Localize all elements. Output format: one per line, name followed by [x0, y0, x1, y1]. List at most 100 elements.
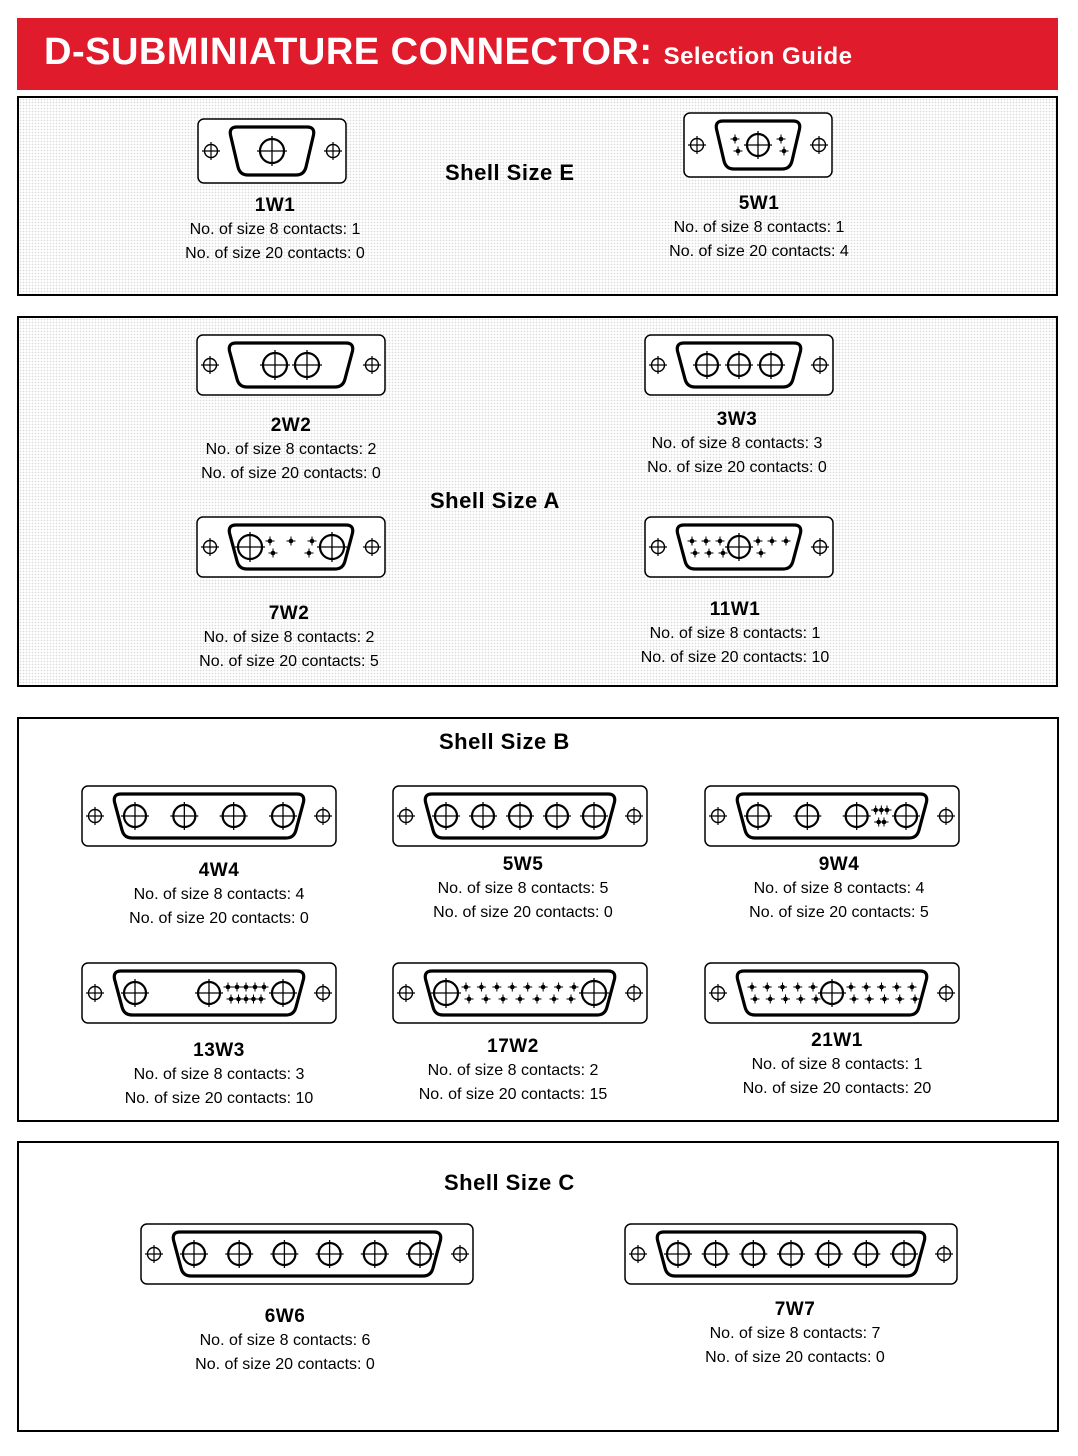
mounting-hole-icon: [451, 1245, 469, 1263]
size8-count: No. of size 8 contacts: 1: [751, 1056, 923, 1073]
size20-contact-icon: [241, 982, 251, 992]
size20-contact-icon: [849, 994, 859, 1004]
size20-count: No. of size 20 contacts: 10: [640, 649, 830, 666]
size20-contact-icon: [569, 982, 579, 992]
connector-info: 13W3 No. of size 8 contacts: 3 No. of si…: [19, 1039, 419, 1111]
mounting-hole-icon: [649, 538, 667, 556]
size8-contact-icon: [777, 1240, 805, 1268]
size8-contact-icon: [219, 802, 248, 830]
size20-contact-icon: [793, 982, 803, 992]
connector-drawing: [644, 334, 834, 396]
size20-count: No. of size 20 contacts: 0: [185, 245, 365, 262]
size20-contact-icon: [461, 982, 471, 992]
connector-code: 21W1: [811, 1030, 863, 1051]
size8-contact-icon: [890, 1240, 918, 1268]
size20-contact-icon: [715, 536, 725, 546]
size8-contact-icon: [121, 979, 149, 1007]
connector-code: 7W2: [268, 603, 310, 624]
size20-contact-icon: [515, 994, 525, 1004]
connector-code: 11W1: [709, 599, 761, 620]
connector-info: 1W1 No. of size 8 contacts: 1 No. of siz…: [75, 194, 475, 266]
mounting-hole-icon: [811, 356, 829, 374]
size8-contact-icon: [315, 1240, 344, 1268]
connector-shell-outline: [423, 969, 617, 1017]
size8-contact-icon: [469, 802, 497, 830]
size20-contact-icon: [476, 982, 486, 992]
size8-contact-icon: [270, 1240, 299, 1268]
mounting-hole-icon: [937, 984, 955, 1002]
size20-contact-icon: [733, 146, 743, 156]
size20-contact-icon: [223, 982, 233, 992]
size20-contact-icon: [507, 982, 517, 992]
mounting-hole-icon: [314, 984, 332, 1002]
size8-contact-icon: [225, 1240, 254, 1268]
connector-code: 7W7: [774, 1299, 816, 1320]
size8-contact-icon: [757, 351, 785, 379]
connector-shell-outline: [735, 792, 929, 840]
shell-panel-a: Shell Size A 2W2 No. of size 8 contacts:…: [17, 316, 1058, 687]
connector-drawing: [197, 118, 347, 184]
size8-contact-icon: [360, 1240, 389, 1268]
size20-contact-icon: [687, 536, 697, 546]
size8-contact-icon: [269, 979, 297, 1007]
size8-contact-icon: [121, 802, 149, 830]
size8-contact-icon: [693, 351, 721, 379]
size8-count: No. of size 8 contacts: 6: [199, 1332, 371, 1349]
shell-title-b: Shell Size B: [439, 729, 570, 754]
size8-contact-icon: [432, 802, 460, 830]
size20-contact-icon: [892, 982, 902, 992]
connector-drawing: [196, 516, 386, 578]
size20-contact-icon: [895, 994, 905, 1004]
size8-count: No. of size 8 contacts: 2: [203, 629, 375, 646]
size8-count: No. of size 8 contacts: 4: [133, 886, 305, 903]
size20-contact-icon: [910, 994, 920, 1004]
connector-code: 2W2: [270, 415, 312, 436]
size8-contact-icon: [725, 351, 753, 379]
size20-count: No. of size 20 contacts: 0: [195, 1356, 375, 1373]
size20-contact-icon: [756, 548, 766, 558]
connector-shell-outline: [227, 341, 355, 389]
size20-contact-icon: [882, 805, 892, 815]
size8-count: No. of size 8 contacts: 2: [205, 441, 377, 458]
mounting-hole-icon: [363, 538, 381, 556]
size8-contact-icon: [793, 802, 822, 830]
size8-contact-icon: [170, 802, 199, 830]
page-title: D-SUBMINIATURE CONNECTOR: Selection Guid…: [44, 31, 853, 73]
connector-info: 9W4 No. of size 8 contacts: 4 No. of siz…: [639, 853, 1039, 925]
connector-drawing: [140, 1223, 474, 1285]
size8-count: No. of size 8 contacts: 7: [709, 1325, 881, 1342]
size20-contact-icon: [879, 817, 889, 827]
size20-contact-icon: [704, 548, 714, 558]
connector-drawing: [624, 1223, 958, 1285]
connector-drawing: [196, 334, 386, 396]
connector-info: 11W1 No. of size 8 contacts: 1 No. of si…: [535, 598, 935, 670]
connector-code: 4W4: [198, 860, 240, 881]
mounting-hole-icon: [201, 356, 219, 374]
size20-contact-icon: [265, 536, 275, 546]
size20-count: No. of size 20 contacts: 10: [124, 1090, 314, 1107]
mounting-hole-icon: [625, 807, 643, 825]
mounting-hole-icon: [629, 1245, 647, 1263]
size20-contact-icon: [492, 982, 502, 992]
connector-code: 6W6: [264, 1306, 306, 1327]
size20-contact-icon: [781, 536, 791, 546]
size20-contact-icon: [718, 548, 728, 558]
mounting-hole-icon: [397, 984, 415, 1002]
size8-contact-icon: [852, 1240, 881, 1268]
size20-count: No. of size 20 contacts: 0: [433, 904, 613, 921]
connector-drawing: [704, 962, 960, 1024]
connector-shell-outline: [227, 523, 355, 571]
size8-contact-icon: [701, 1240, 730, 1268]
connector-code: 17W2: [487, 1036, 539, 1057]
mounting-hole-icon: [397, 807, 415, 825]
size20-contact-icon: [811, 994, 821, 1004]
size20-contact-icon: [808, 982, 818, 992]
size8-contact-icon: [744, 802, 772, 830]
size20-contact-icon: [304, 548, 314, 558]
shell-title-c: Shell Size C: [444, 1170, 575, 1195]
size20-contact-icon: [523, 982, 533, 992]
connector-code: 1W1: [254, 195, 296, 216]
mounting-hole-icon: [314, 807, 332, 825]
size20-contact-icon: [880, 994, 889, 1004]
size20-contact-icon: [796, 994, 806, 1004]
